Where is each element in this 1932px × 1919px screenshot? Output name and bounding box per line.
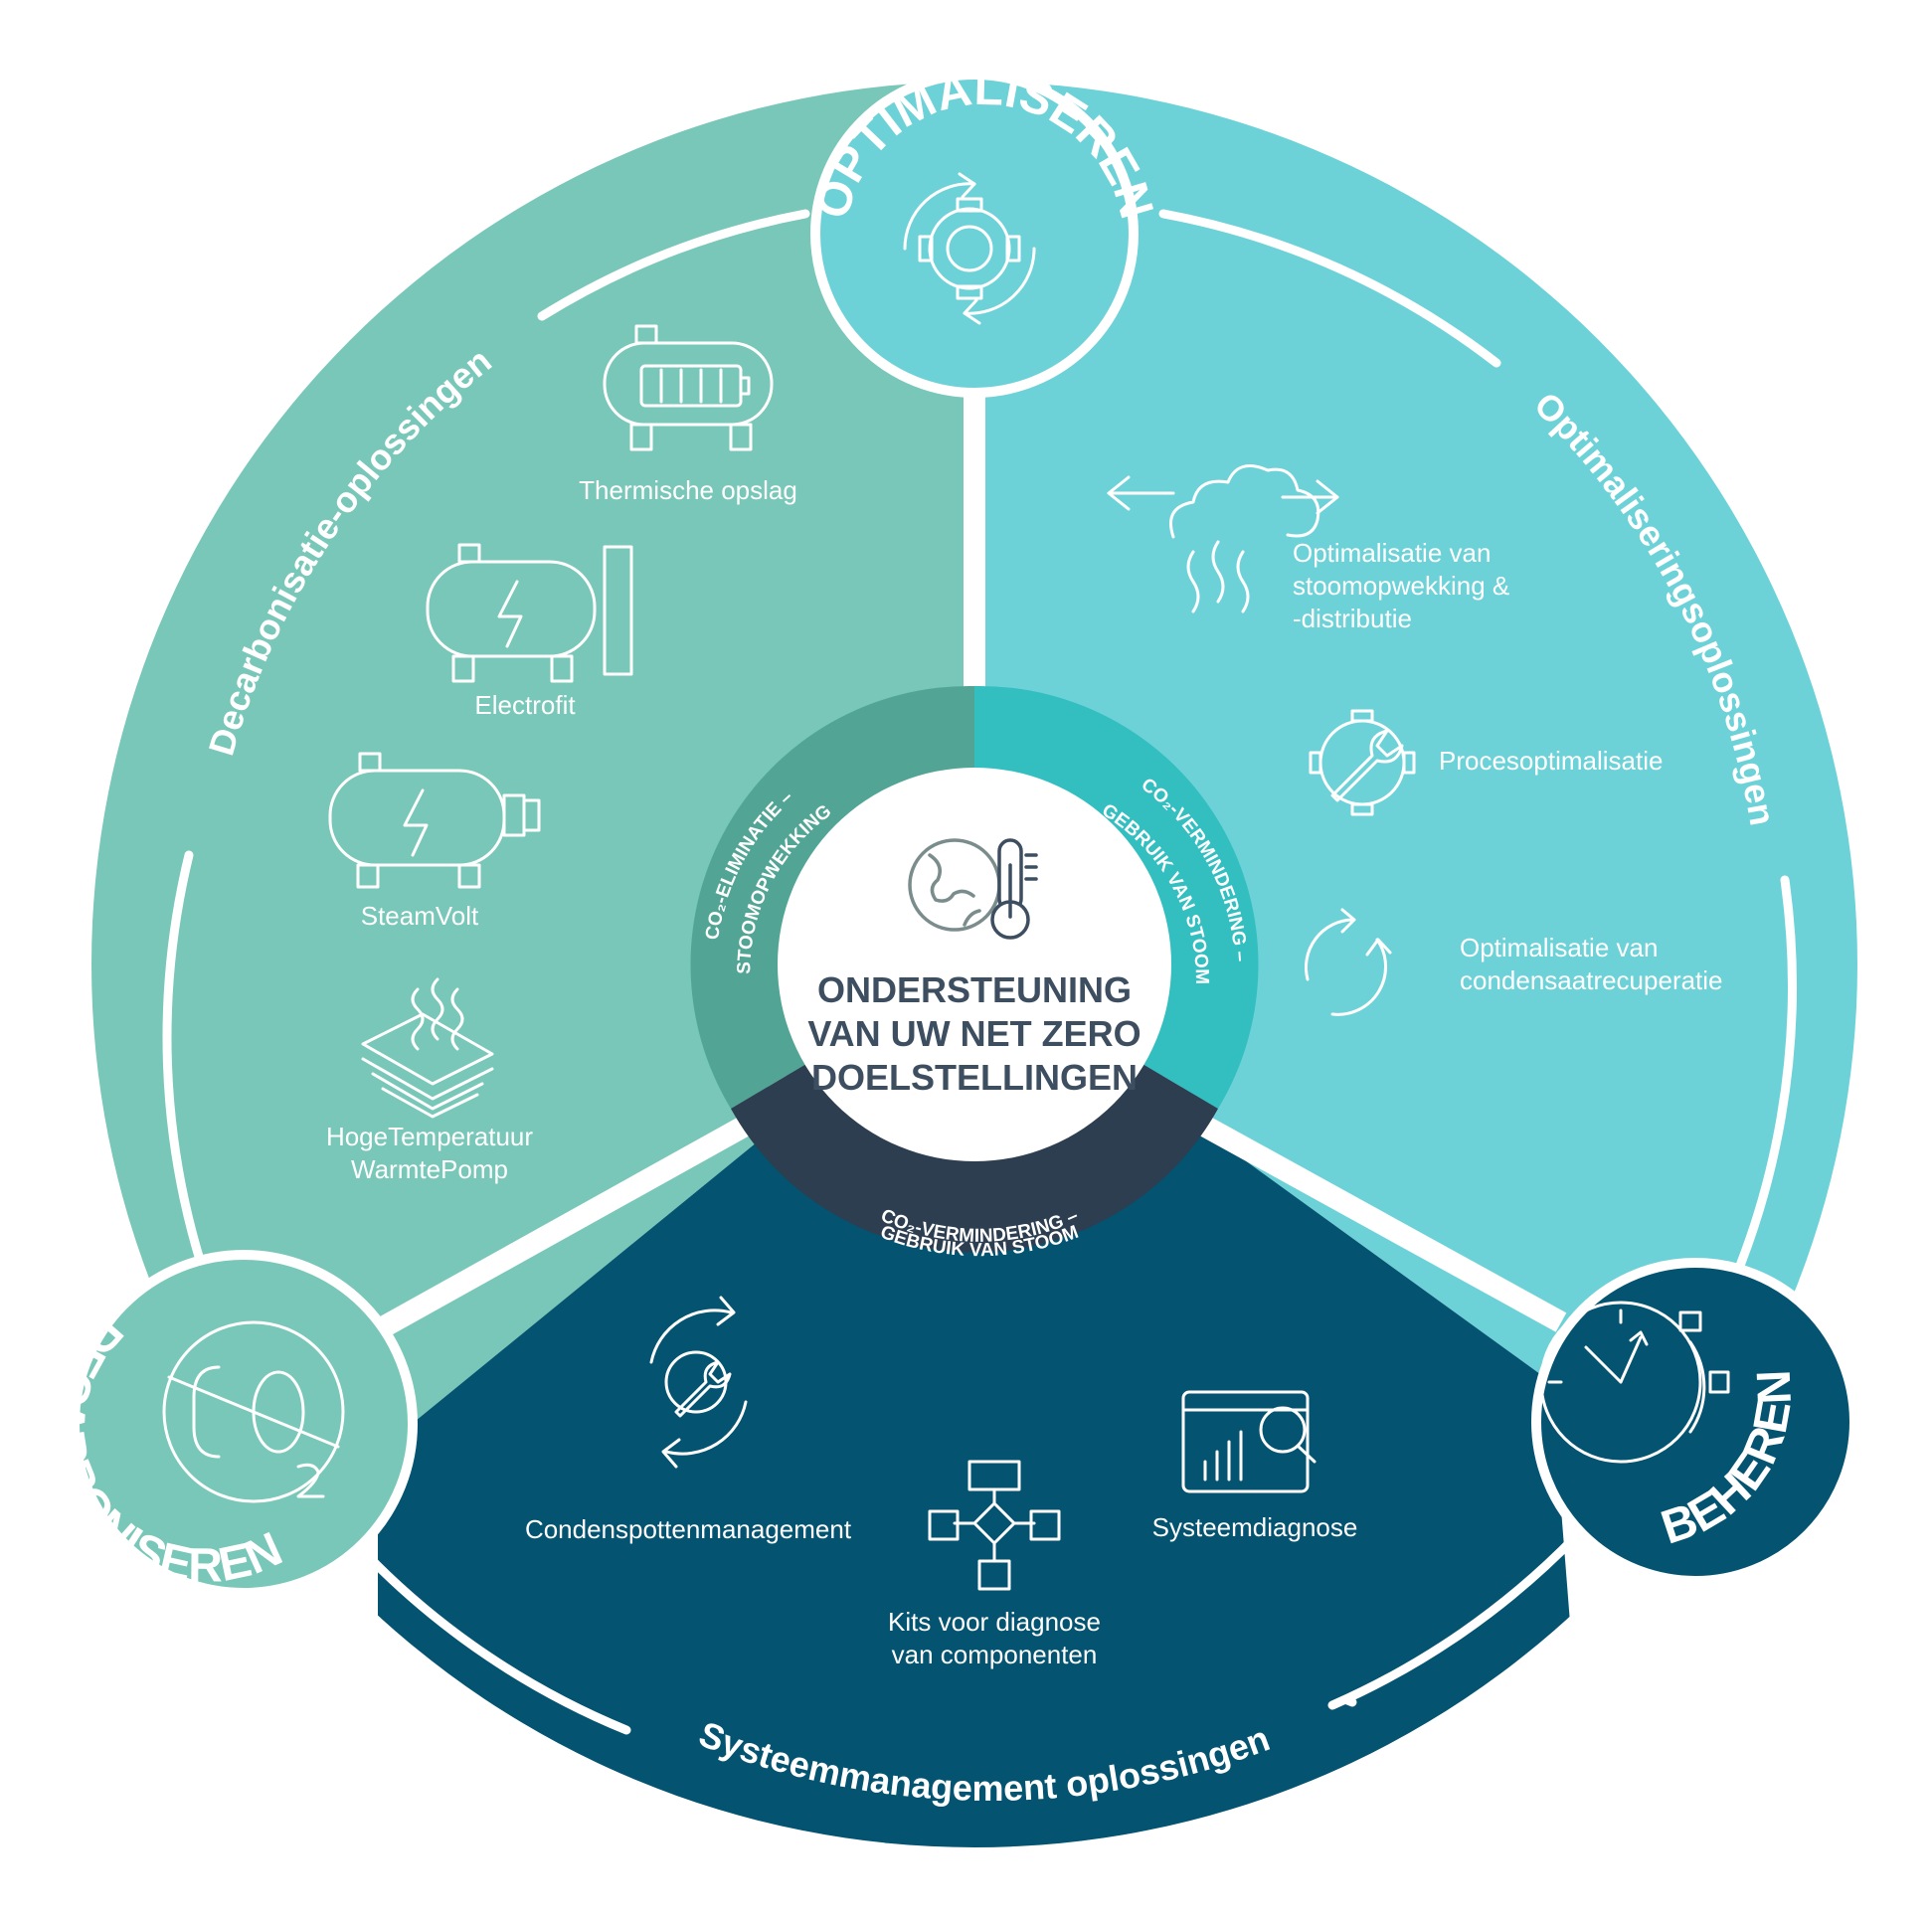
decarbonise-badge: DECARBONISEREN <box>40 1250 418 1598</box>
electrofit-label: Electrofit <box>474 690 576 720</box>
globe-thermometer-icon <box>908 838 1038 940</box>
condensate-trap-label: Condenspottenmanagement <box>525 1514 852 1544</box>
gear-wrench-cycle-icon <box>649 1296 748 1469</box>
heat-pump-label-line2: WarmtePomp <box>351 1154 508 1184</box>
right-arrow-shaft <box>1167 1099 1567 1332</box>
clock-gear-icon <box>1539 1301 1730 1464</box>
outer-arc-lines <box>162 209 1797 1735</box>
steamvolt-boiler-icon <box>328 752 541 889</box>
electrofit-boiler-icon <box>426 543 633 683</box>
heat-pump-label-line1: HogeTemperatuur <box>326 1122 533 1151</box>
steam-cloud-icon <box>1107 464 1339 613</box>
steam-opt-label-line3: -distributie <box>1293 604 1412 633</box>
diagnostic-kits-label-line1: Kits voor diagnose <box>888 1607 1101 1637</box>
gear-cycle-icon <box>903 172 1036 325</box>
manage-badge: BEHEREN <box>1531 1258 1859 1586</box>
heat-pump-icon <box>361 977 494 1119</box>
left-arrow-shaft <box>377 1099 782 1337</box>
manage-sector <box>378 964 1591 1847</box>
condensate-opt-label-line1: Optimalisatie van <box>1460 933 1658 962</box>
steam-opt-label-line1: Optimalisatie van <box>1293 538 1491 568</box>
system-diagnosis-label: Systeemdiagnose <box>1152 1512 1358 1542</box>
center-line2: VAN UW NET ZERO <box>807 1013 1141 1054</box>
steam-opt-label-line2: stoomopwekking & <box>1293 571 1509 601</box>
gear-wrench-icon <box>1309 709 1416 816</box>
center-circle <box>778 768 1171 1161</box>
center-line1: ONDERSTEUNING <box>817 969 1132 1010</box>
co2-crossed-icon <box>162 1320 345 1503</box>
optimise-badge: OPTIMALISEREN <box>805 63 1163 398</box>
diagnostic-kits-label-line2: van componenten <box>892 1640 1098 1669</box>
condensate-opt-label-line2: condensaatrecuperatie <box>1460 965 1723 995</box>
recycle-arrows-icon <box>1304 908 1392 1016</box>
flowchart-icon <box>928 1460 1061 1591</box>
thermal-storage-icon <box>603 324 774 451</box>
thermal-storage-label: Thermische opslag <box>579 475 797 505</box>
inner-ring <box>690 685 1259 1253</box>
dashboard-magnifier-icon <box>1181 1390 1317 1493</box>
process-opt-label: Procesoptimalisatie <box>1439 746 1663 776</box>
center-line3: DOELSTELLINGEN <box>811 1057 1138 1098</box>
steamvolt-label: SteamVolt <box>361 901 479 931</box>
top-arrow-shaft <box>964 393 985 751</box>
